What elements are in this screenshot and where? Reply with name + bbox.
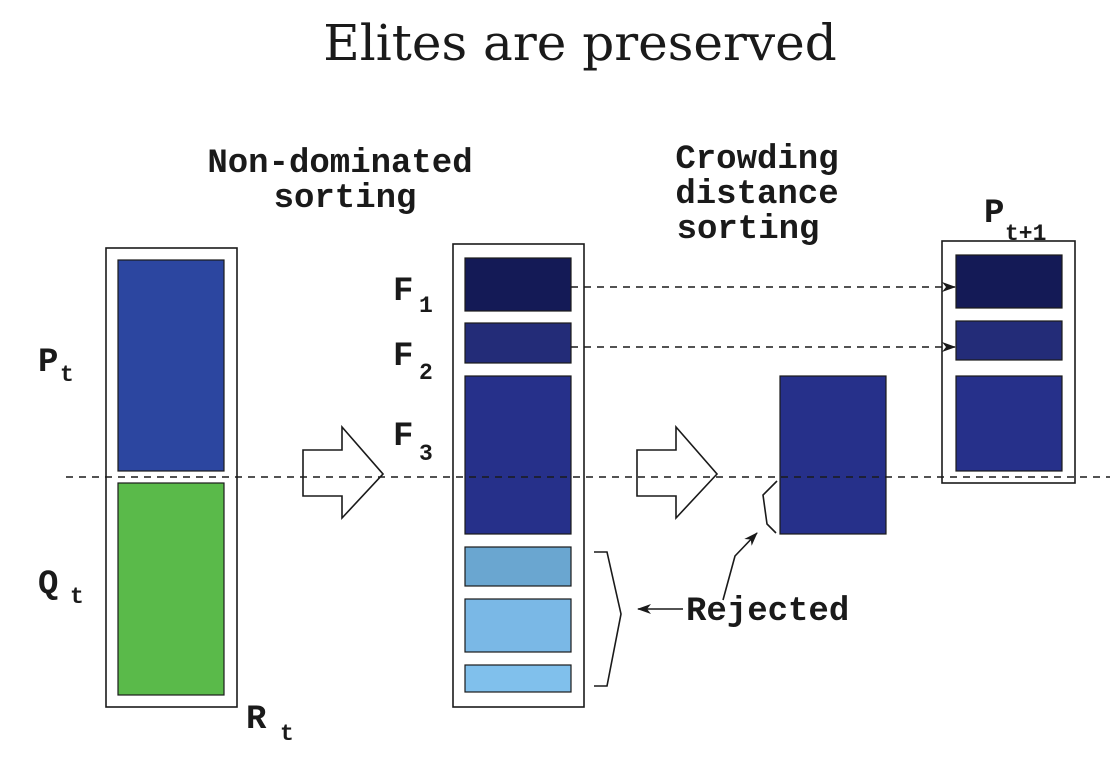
f2-subscript: 2 xyxy=(419,360,433,386)
pt1-subscript: t+1 xyxy=(1005,221,1046,247)
hollow-arrow-1 xyxy=(302,424,385,521)
f3-subscript: 3 xyxy=(419,441,433,467)
pt-subscript: t xyxy=(60,362,74,388)
f1-block xyxy=(464,257,572,312)
rejected-block-3 xyxy=(464,664,572,693)
pt1-label: P xyxy=(984,195,1004,233)
rejected-f3-bracket xyxy=(762,480,778,534)
cds-heading-line2: distance xyxy=(675,176,838,214)
nds-heading-line2: sorting xyxy=(274,180,417,218)
diagram-title: Elites are preserved xyxy=(323,14,836,72)
rejected-block-2 xyxy=(464,598,572,653)
f1-label: F xyxy=(393,273,413,311)
pt1-f2-block xyxy=(955,320,1063,361)
hollow-arrow-2 xyxy=(636,424,719,521)
rejected-label: Rejected xyxy=(686,593,849,631)
rt-subscript: t xyxy=(280,721,294,747)
qt-label: Q xyxy=(38,566,58,604)
pt-label: P xyxy=(38,344,58,382)
f3-block xyxy=(464,375,572,535)
rt-label: R xyxy=(246,701,267,739)
rejected-block-1 xyxy=(464,546,572,587)
rejected-brace xyxy=(594,551,622,687)
f1-subscript: 1 xyxy=(419,293,433,319)
f2-block xyxy=(464,322,572,364)
rejected-f3-arrow xyxy=(722,532,758,601)
pt1-f1-block xyxy=(955,254,1063,309)
f2-label: F xyxy=(393,338,413,376)
qt-block xyxy=(117,482,225,696)
pt-block xyxy=(117,259,225,472)
f3-sorted-block xyxy=(779,375,887,535)
cds-heading-line3: sorting xyxy=(677,211,820,249)
cds-heading-line1: Crowding xyxy=(675,141,838,179)
nds-heading-line1: Non-dominated xyxy=(207,145,472,183)
qt-subscript: t xyxy=(70,584,84,610)
pt1-f3-block xyxy=(955,375,1063,472)
f3-label: F xyxy=(393,418,413,456)
